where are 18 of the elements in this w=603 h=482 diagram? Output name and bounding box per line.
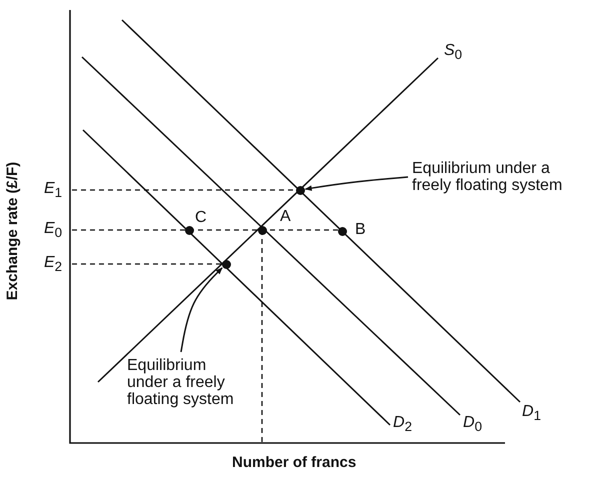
curve-label: D$_{2}$ — [393, 414, 412, 436]
point-label: B — [355, 221, 366, 239]
axis-title: Exchange rate (£/F) — [4, 160, 22, 302]
point-label: A — [280, 208, 291, 226]
curve-label: S$_{0}$ — [444, 42, 462, 64]
leader-arrow — [180, 267, 223, 352]
curve-label: D$_{0}$ — [463, 414, 482, 436]
equilibrium-point — [296, 186, 304, 194]
axis-tick-label: E$_{1}$ — [44, 180, 62, 202]
curve-label: D$_{1}$ — [522, 403, 541, 426]
axis-title: Number of francs — [232, 454, 356, 472]
callout-text: Equilibrium under a freely floating system — [127, 357, 235, 408]
callout-text: Equilibrium under a freely floating system — [412, 160, 564, 194]
leader-arrow — [304, 176, 408, 191]
axis-tick-label: E$_{0}$ — [44, 220, 62, 242]
equilibrium-point — [222, 260, 230, 268]
axis-tick-label: E$_{2}$ — [44, 254, 62, 276]
point-label: C — [195, 209, 207, 227]
